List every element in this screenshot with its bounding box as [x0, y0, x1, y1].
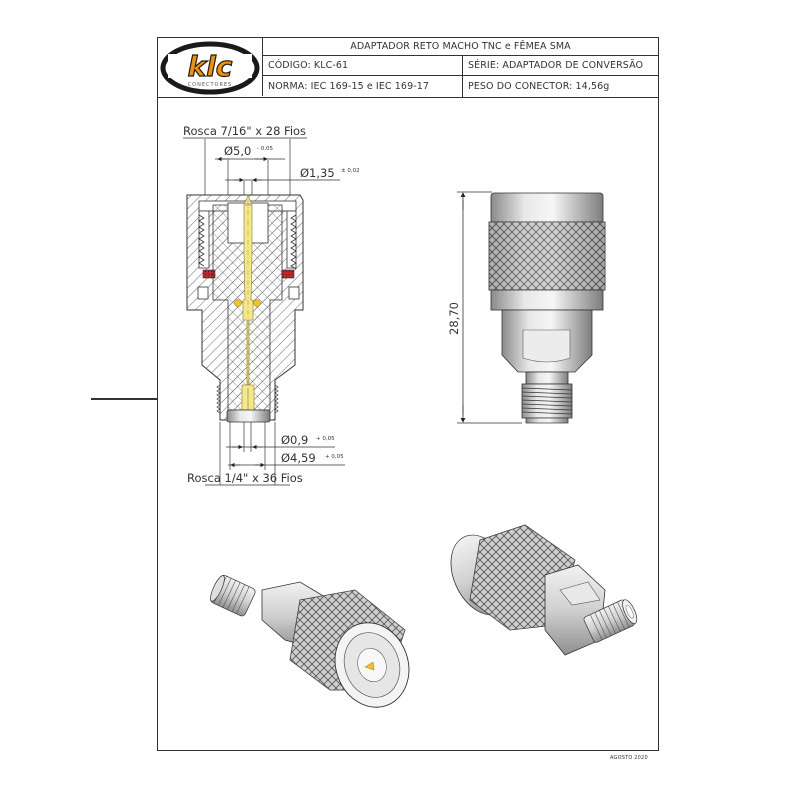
dim-0-9-tol: + 0,05 — [316, 436, 335, 442]
dim-4-59-tol: + 0,05 — [325, 454, 344, 460]
height-dim-label: 28,70 — [447, 302, 461, 335]
klc-logo: klc CONECTORES — [160, 41, 260, 95]
thread-bottom-label: Rosca 1/4" x 36 Fios — [187, 471, 303, 485]
dim-1-35-tol: ± 0,02 — [341, 168, 360, 174]
title-block: klc CONECTORES ADAPTADOR RETO MACHO TNC … — [157, 37, 659, 98]
norma-field: NORMA: IEC 169-15 e IEC 169-17 — [263, 76, 463, 97]
dim-5-0-label: Ø5,0 — [224, 144, 251, 158]
dim-5-0-tol: - 0,05 — [257, 146, 273, 152]
side-view: 28,70 — [447, 191, 606, 424]
dim-0-9-label: Ø0,9 — [281, 433, 308, 447]
peso-field: PESO DO CONECTOR: 14,56g — [468, 81, 610, 92]
thread-top-label: Rosca 7/16" x 28 Fios — [183, 124, 306, 138]
svg-text:CONECTORES: CONECTORES — [188, 82, 233, 88]
dim-4-59-label: Ø4,59 — [281, 451, 316, 465]
serie-field: SÉRIE: ADAPTADOR DE CONVERSÃO — [463, 56, 658, 76]
section-view: Rosca 7/16" x 28 Fios Ø5,0 - 0,05 Ø1,35 … — [183, 124, 360, 486]
iso-view-sma-front — [450, 524, 638, 656]
seal-ring-right — [281, 269, 295, 279]
svg-text:klc: klc — [188, 50, 233, 83]
drawing-title: ADAPTADOR RETO MACHO TNC e FÊMEA SMA — [263, 38, 658, 56]
dim-1-35-label: Ø1,35 — [300, 166, 335, 180]
iso-view-tnc-front — [210, 574, 410, 708]
drawing-date: AGOSTO 2020 — [610, 755, 648, 761]
codigo-field: CÓDIGO: KLC-61 — [263, 56, 463, 76]
margin-mark — [91, 398, 157, 400]
logo-cell: klc CONECTORES — [158, 38, 263, 96]
